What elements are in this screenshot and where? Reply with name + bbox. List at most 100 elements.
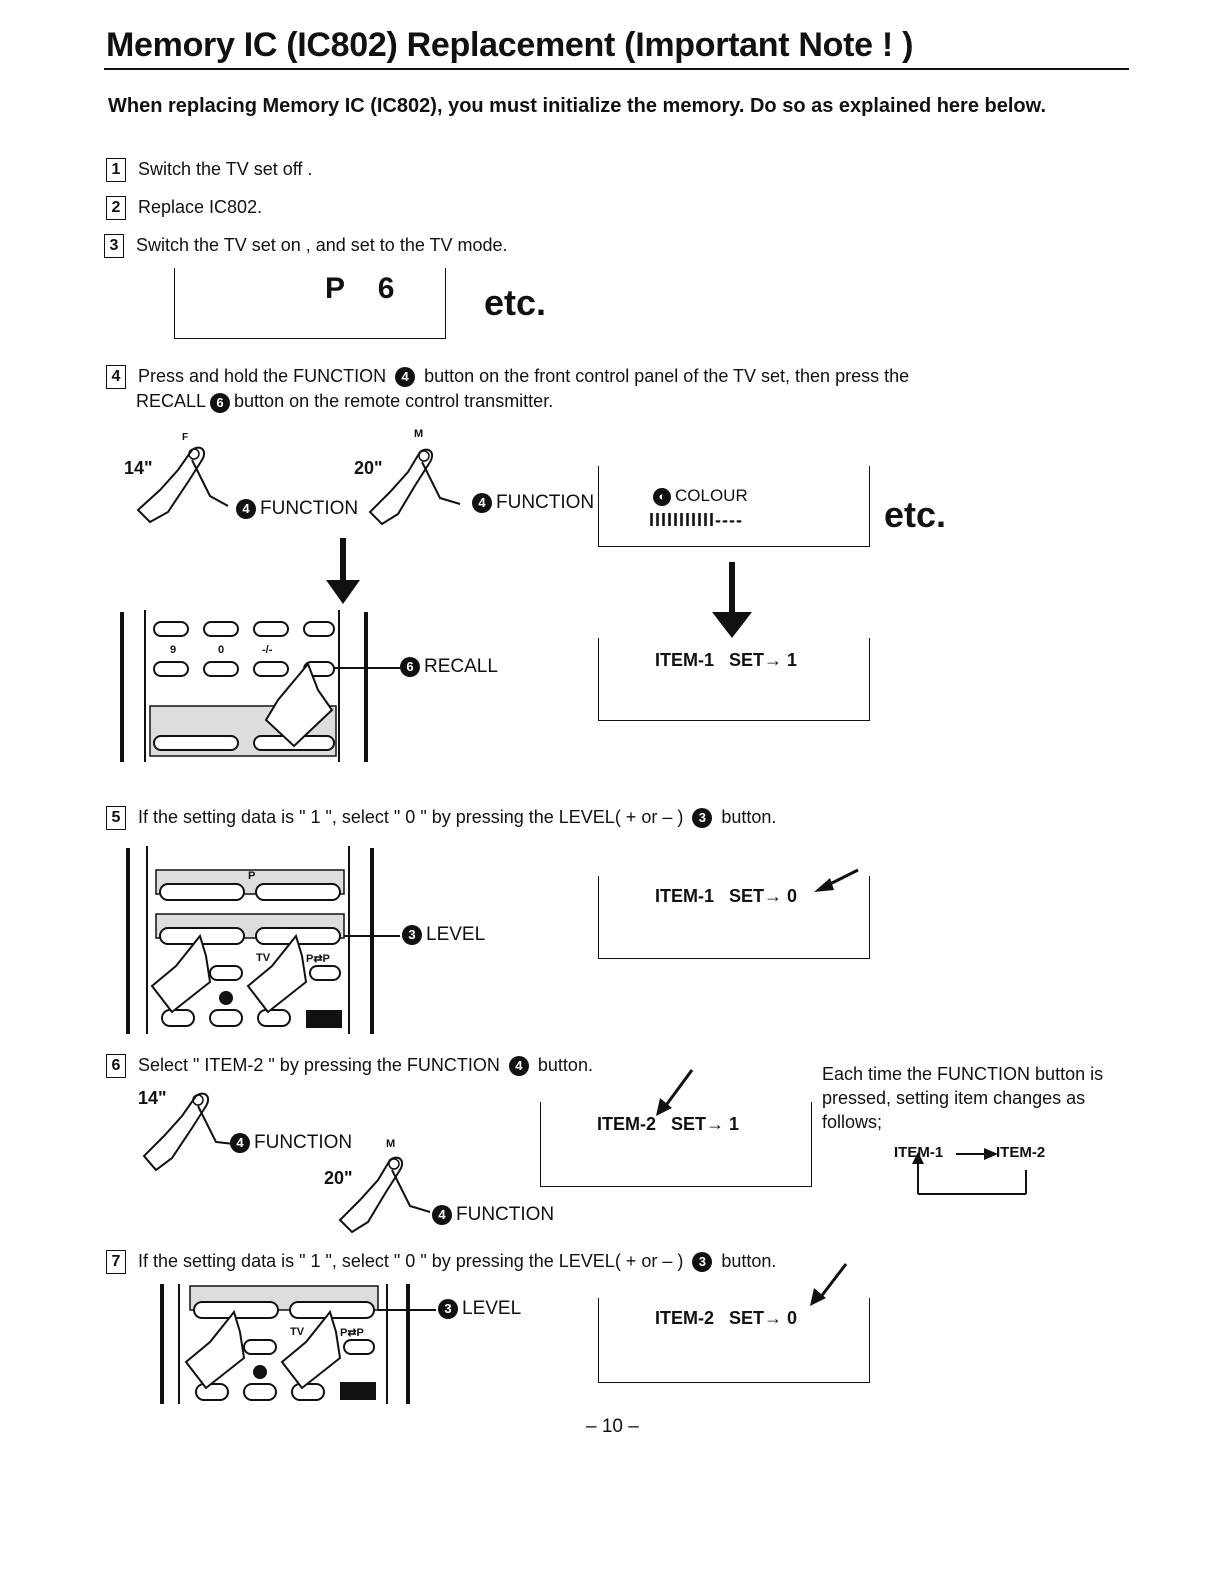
remote-control-illustration: [120, 610, 400, 762]
recall-badge: 6: [400, 656, 420, 677]
key-0-label: 0: [218, 644, 225, 656]
colour-icon: ◐: [653, 487, 671, 506]
page-title: Memory IC (IC802) Replacement (Important…: [106, 26, 914, 64]
tv-key-label: TV: [256, 952, 271, 964]
title-rule: [104, 68, 1129, 70]
colour-label: COLOUR: [675, 486, 748, 505]
step-text: Press and hold the FUNCTION: [138, 366, 387, 386]
hand-icon: [136, 446, 229, 524]
recall-label: RECALL: [424, 656, 498, 677]
step-3: 3 Switch the TV set on , and set to the T…: [104, 234, 508, 258]
step-number: 7: [106, 1250, 126, 1274]
screen-item2-set0: ITEM-2 SET→ 0: [598, 1298, 870, 1383]
cycle-to: ITEM-2: [996, 1144, 1046, 1161]
size-14-label: 14": [124, 458, 153, 478]
channel-display-text: P 6: [325, 272, 395, 305]
level-badge: 3: [692, 1252, 713, 1272]
remote-control-illustration: [126, 846, 400, 1034]
step-1: 1 Switch the TV set off .: [106, 158, 312, 182]
hand-icon: [338, 1156, 431, 1234]
channel-display: P 6: [174, 268, 446, 339]
step-number: 5: [106, 806, 126, 830]
size-14-label: 14": [138, 1088, 167, 1108]
screen-item2-set1: ITEM-2 SET→ 1: [540, 1102, 812, 1187]
step-6: 6 Select " ITEM-2 " by pressing the FUNCT…: [106, 1054, 593, 1078]
function-badge: 4: [236, 498, 256, 519]
etc-label: etc.: [884, 494, 947, 535]
tv-key-label: TV: [290, 1326, 305, 1338]
step-text: Select " ITEM-2 " by pressing the FUNCTI…: [138, 1054, 500, 1075]
m-key-label: M: [386, 1138, 396, 1150]
cycle-from: ITEM-1: [894, 1144, 944, 1161]
screen-text: ITEM-2 SET→ 0: [655, 1308, 798, 1328]
step-text: Switch the TV set off .: [138, 158, 313, 179]
step-5: 5 If the setting data is " 1 ", select " …: [106, 806, 776, 830]
step-text: Replace IC802.: [138, 196, 263, 217]
pointer-arrow-icon: [810, 1263, 848, 1306]
p-key-label: P: [248, 870, 256, 882]
pointer-arrow-icon: [814, 868, 859, 892]
size-20-label: 20": [324, 1168, 353, 1188]
size-20-label: 20": [354, 458, 383, 478]
colour-display: ◐COLOUR IIIIIIIIIII----: [598, 466, 870, 547]
f-key-label: F: [182, 432, 189, 443]
function-badge: 4: [395, 367, 416, 388]
level-label: LEVEL: [462, 1298, 522, 1319]
step-number: 3: [104, 234, 124, 258]
hand-icon: [368, 448, 461, 526]
step-number: 4: [106, 365, 126, 390]
down-arrow-icon: [712, 562, 752, 638]
down-arrow-icon: [326, 538, 360, 604]
pp-key-label: P⇄P: [340, 1327, 364, 1339]
colour-line: ◐COLOUR: [649, 486, 748, 506]
function-badge: 4: [508, 1056, 529, 1076]
key-9-label: 9: [170, 644, 177, 656]
intro-text: When replacing Memory IC (IC802), you mu…: [108, 95, 1046, 117]
step-number: 1: [106, 158, 126, 182]
step-text: button.: [721, 806, 777, 827]
level-badge: 3: [438, 1298, 458, 1319]
recall-badge: 6: [210, 392, 231, 413]
cycle-diagram: [912, 1148, 1027, 1195]
colour-bar: IIIIIIIIIII----: [649, 510, 743, 530]
function-label: FUNCTION: [456, 1204, 555, 1225]
function-badge: 4: [472, 492, 492, 513]
step-4: 4 Press and hold the FUNCTION 4 button on…: [106, 364, 1006, 413]
level-badge: 3: [402, 924, 422, 945]
key-dash-label: -/-: [262, 644, 273, 656]
remote-control-illustration: [160, 1284, 436, 1404]
step-7: 7 If the setting data is " 1 ", select " …: [106, 1250, 776, 1274]
pp-key-label: P⇄P: [306, 953, 330, 965]
page-number: – 10 –: [586, 1416, 639, 1437]
screen-item1-set1: ITEM-1 SET→ 1: [598, 638, 870, 721]
step-2: 2 Replace IC802.: [106, 196, 262, 220]
step-text: If the setting data is " 1 ", select " 0…: [138, 1250, 684, 1271]
function-badge: 4: [432, 1204, 452, 1225]
step-text: button on the remote control transmitter…: [234, 391, 554, 412]
level-badge: 3: [692, 808, 713, 828]
step-text: button.: [537, 1054, 593, 1075]
etc-label: etc.: [484, 282, 547, 323]
function-label: FUNCTION: [254, 1132, 353, 1153]
function-label: FUNCTION: [260, 498, 359, 519]
step-text: Switch the TV set on , and set to the TV…: [136, 234, 508, 255]
screen-item1-set0: ITEM-1 SET→ 0: [598, 876, 870, 959]
step-number: 2: [106, 196, 126, 220]
function-label: FUNCTION: [496, 492, 595, 513]
pointer-arrow-icon: [656, 1069, 694, 1116]
step-text: button.: [721, 1250, 777, 1271]
step-text: If the setting data is " 1 ", select " 0…: [138, 806, 684, 827]
hand-icon: [142, 1092, 235, 1172]
function-note: Each time the FUNCTION button is pressed…: [822, 1064, 1104, 1132]
m-key-label: M: [414, 428, 424, 440]
screen-text: ITEM-1 SET→ 1: [655, 650, 798, 670]
step-number: 6: [106, 1054, 126, 1078]
screen-text: ITEM-2 SET→ 1: [597, 1114, 740, 1134]
